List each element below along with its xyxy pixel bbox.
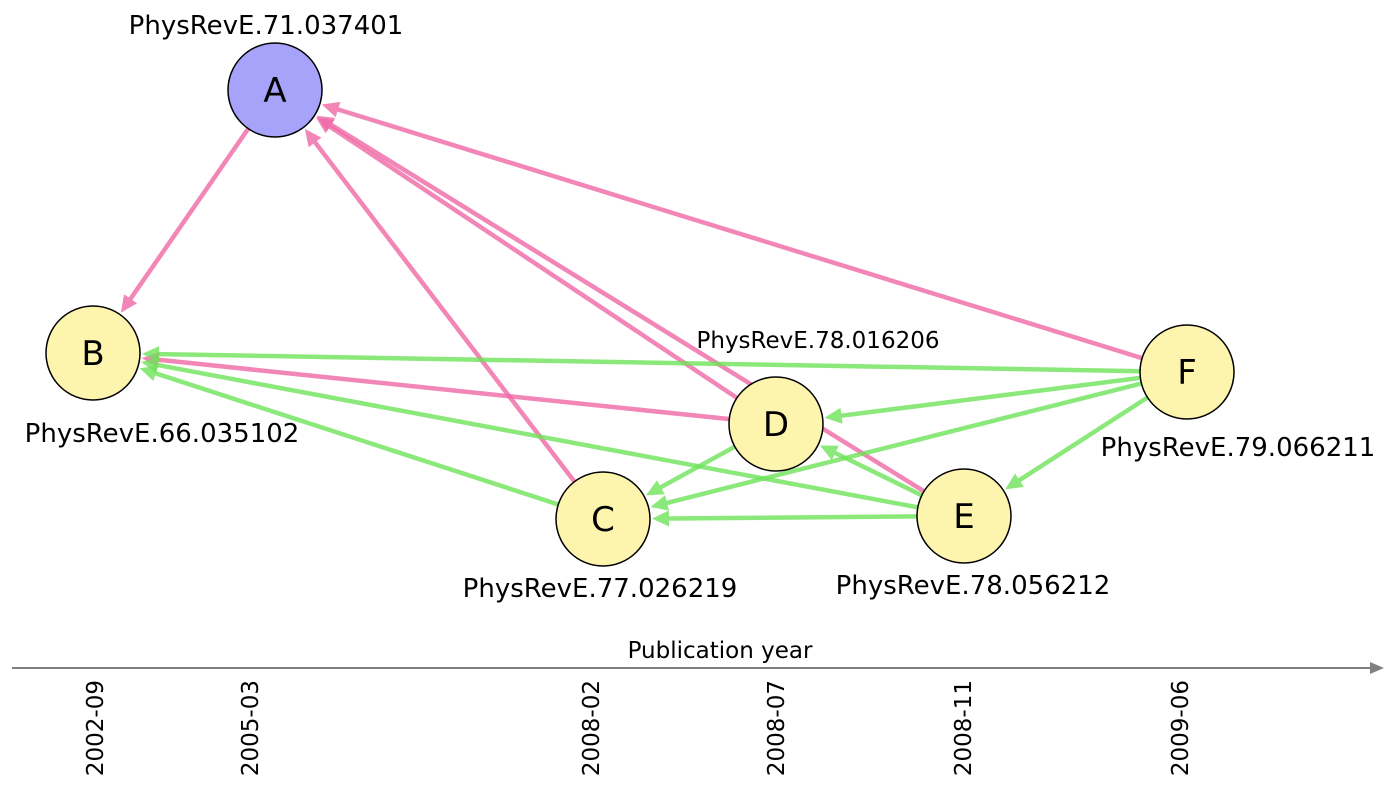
edge-C-to-B xyxy=(139,365,563,508)
edge-arrowhead xyxy=(120,294,138,313)
edges-layer xyxy=(120,101,1152,527)
edge-line xyxy=(153,371,563,508)
edge-F-to-C xyxy=(650,380,1146,511)
axis-tick-label: 2009-06 xyxy=(1168,680,1194,776)
edge-arrowhead xyxy=(316,115,336,132)
edge-line xyxy=(155,362,923,510)
axis-tick-label: 2008-07 xyxy=(764,680,790,776)
node-letter: F xyxy=(1177,353,1197,393)
paper-id-label: PhysRevE.79.066211 xyxy=(1101,433,1376,463)
edge-arrowhead xyxy=(142,346,160,363)
edge-line xyxy=(156,357,734,422)
edge-line xyxy=(327,124,741,402)
edge-line xyxy=(312,140,578,486)
edge-F-to-B xyxy=(142,346,1145,374)
paper-id-label: PhysRevE.66.035102 xyxy=(25,419,300,449)
node-letter: A xyxy=(263,71,286,111)
nodes-layer: A B C D E F xyxy=(45,42,1235,567)
paper-labels-layer: PhysRevE.71.037401PhysRevE.66.035102Phys… xyxy=(25,11,1376,604)
edge-line xyxy=(156,351,1145,374)
edge-arrowhead xyxy=(650,495,669,511)
node-circle[interactable] xyxy=(227,42,323,138)
axis-tick-label: 2008-02 xyxy=(579,680,605,776)
node-circle[interactable] xyxy=(555,471,651,567)
node-circle[interactable] xyxy=(45,305,141,401)
edge-arrowhead xyxy=(304,128,322,148)
edge-E-to-A xyxy=(316,115,928,495)
node-F[interactable]: F xyxy=(1139,324,1235,420)
edge-line xyxy=(328,122,928,495)
node-circle[interactable] xyxy=(1139,324,1235,420)
timeline-axis: Publication year 2002-09 2005-03 2008-02 20… xyxy=(12,638,1384,776)
paper-id-label: PhysRevE.78.016206 xyxy=(697,328,940,354)
edge-line xyxy=(1017,394,1152,483)
node-D[interactable]: D xyxy=(728,376,824,472)
edge-line xyxy=(658,443,739,490)
edge-line xyxy=(664,380,1146,506)
axis-tick-label: 2008-11 xyxy=(951,680,977,776)
edge-D-to-C xyxy=(646,443,739,496)
edge-line xyxy=(128,124,252,301)
node-letter: E xyxy=(953,497,974,537)
edge-A-to-B xyxy=(120,124,252,313)
edge-line xyxy=(839,375,1145,418)
paper-id-label: PhysRevE.78.056212 xyxy=(836,571,1111,601)
node-E[interactable]: E xyxy=(916,468,1012,564)
node-B[interactable]: B xyxy=(45,305,141,401)
edge-arrowhead xyxy=(646,480,665,496)
edge-F-to-A xyxy=(321,101,1147,361)
edge-E-to-C xyxy=(652,510,922,527)
edge-F-to-D xyxy=(824,375,1145,424)
node-C[interactable]: C xyxy=(555,471,651,567)
node-letter: C xyxy=(591,500,615,540)
axis-tick-label: 2002-09 xyxy=(83,680,109,776)
node-letter: B xyxy=(81,334,104,374)
edge-arrowhead xyxy=(321,101,341,118)
edge-line xyxy=(666,514,922,521)
edge-line xyxy=(335,107,1147,361)
edge-E-to-D xyxy=(820,445,926,499)
node-A[interactable]: A xyxy=(227,42,323,138)
node-circle[interactable] xyxy=(916,468,1012,564)
edge-F-to-E xyxy=(1005,394,1152,490)
edge-arrowhead xyxy=(139,365,159,381)
timeline-axis-arrowhead xyxy=(1370,662,1384,674)
edge-arrowhead xyxy=(824,407,843,424)
axis-title: Publication year xyxy=(628,638,813,664)
edge-C-to-A xyxy=(304,128,578,486)
node-letter: D xyxy=(763,405,789,445)
paper-id-label: PhysRevE.71.037401 xyxy=(129,11,404,41)
axis-tick-label: 2005-03 xyxy=(238,680,264,776)
edge-arrowhead xyxy=(820,445,839,461)
edge-arrowhead xyxy=(652,510,670,527)
node-circle[interactable] xyxy=(728,376,824,472)
paper-id-label: PhysRevE.77.026219 xyxy=(463,574,738,604)
edge-line xyxy=(833,450,926,499)
edge-arrowhead xyxy=(1005,473,1024,490)
